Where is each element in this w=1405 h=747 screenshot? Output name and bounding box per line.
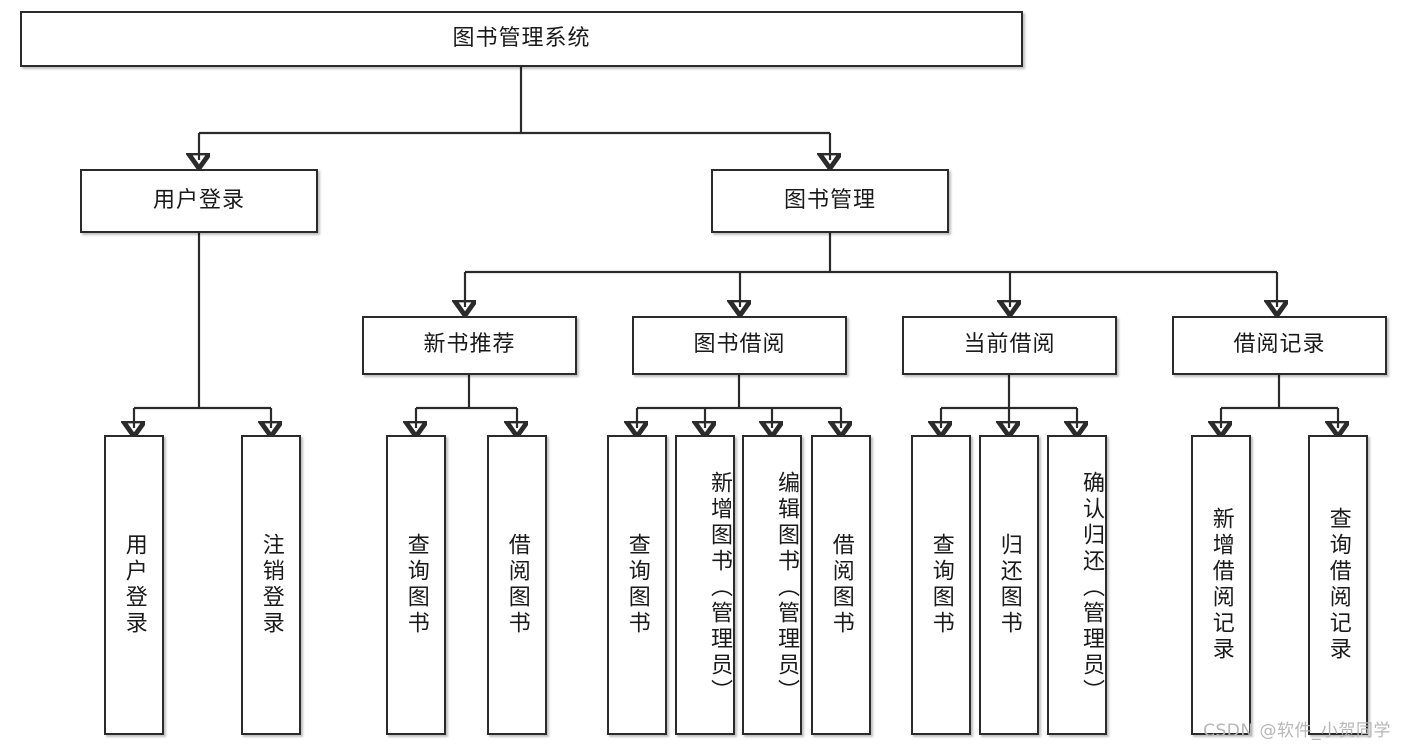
node-new-book-recommend[interactable]: 新书推荐 — [362, 316, 577, 375]
leaf-new-book-query-book[interactable]: 查询图书 — [386, 435, 446, 735]
leaf-borrow-record-add-record[interactable]: 新增借阅记录 — [1191, 435, 1251, 735]
node-label: 新书推荐 — [423, 332, 516, 358]
leaf-book-borrow-add-book-admin[interactable]: 新增图书（管理员） — [675, 435, 735, 735]
node-label: 查询图书 — [624, 533, 650, 637]
node-label: 借阅图书 — [504, 533, 530, 637]
node-current-borrow[interactable]: 当前借阅 — [902, 316, 1117, 375]
node-borrow-record[interactable]: 借阅记录 — [1172, 316, 1387, 375]
leaf-current-borrow-query-book[interactable]: 查询图书 — [911, 435, 971, 735]
node-label: 图书管理系统 — [452, 25, 591, 51]
leaf-book-borrow-borrow-book[interactable]: 借阅图书 — [811, 435, 871, 735]
node-label: 借阅图书 — [828, 533, 854, 637]
node-label: 查询图书 — [928, 533, 954, 637]
leaf-current-borrow-confirm-return-admin[interactable]: 确认归还（管理员） — [1047, 435, 1107, 735]
node-label: 用户登录 — [152, 187, 245, 213]
leaf-new-book-borrow-book[interactable]: 借阅图书 — [487, 435, 547, 735]
node-label: 新增借阅记录 — [1208, 507, 1234, 663]
node-label: 编辑图书（管理员） — [774, 471, 799, 705]
node-label: 图书管理 — [783, 187, 876, 213]
node-book-borrow[interactable]: 图书借阅 — [632, 316, 847, 375]
watermark-text: CSDN @软件_小贺同学 — [1203, 721, 1391, 741]
node-label: 注销登录 — [258, 533, 284, 637]
node-label: 当前借阅 — [963, 332, 1056, 358]
leaf-user-login-login[interactable]: 用户登录 — [104, 435, 164, 735]
node-label: 确认归还（管理员） — [1079, 471, 1104, 705]
node-root-library-system[interactable]: 图书管理系统 — [20, 11, 1023, 67]
node-book-management[interactable]: 图书管理 — [711, 169, 949, 233]
node-label: 新增图书（管理员） — [707, 471, 732, 705]
node-label: 查询图书 — [403, 533, 429, 637]
leaf-book-borrow-edit-book-admin[interactable]: 编辑图书（管理员） — [742, 435, 802, 735]
node-user-login[interactable]: 用户登录 — [80, 169, 318, 233]
node-label: 借阅记录 — [1233, 332, 1326, 358]
leaf-book-borrow-query-book[interactable]: 查询图书 — [607, 435, 667, 735]
node-label: 用户登录 — [121, 533, 147, 637]
leaf-borrow-record-query-record[interactable]: 查询借阅记录 — [1308, 435, 1368, 735]
node-label: 图书借阅 — [693, 332, 786, 358]
node-label: 归还图书 — [996, 533, 1022, 637]
leaf-user-login-logout[interactable]: 注销登录 — [241, 435, 301, 735]
node-label: 查询借阅记录 — [1325, 507, 1351, 663]
leaf-current-borrow-return-book[interactable]: 归还图书 — [979, 435, 1039, 735]
